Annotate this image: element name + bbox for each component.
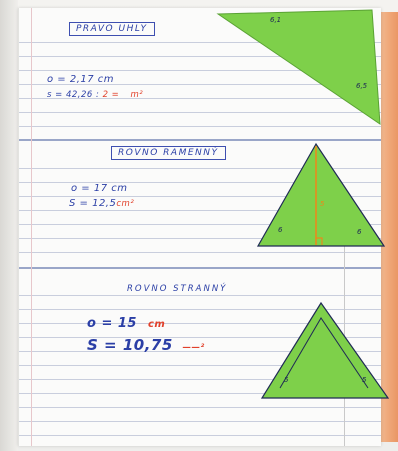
equilateral-perimeter: o = 15 cm	[87, 316, 165, 331]
page-rule	[19, 309, 381, 310]
page-rule	[19, 84, 381, 85]
page-rule	[19, 252, 381, 253]
equilateral-perimeter-prefix: o = 15	[87, 316, 137, 331]
right-angle-perimeter: o = 2,17 cm	[47, 74, 115, 85]
page-rule	[19, 435, 381, 436]
page-rule	[19, 70, 381, 71]
right-angle-area-prefix: s = 42,26 :	[47, 90, 100, 100]
isosceles-label-left: 6	[278, 226, 283, 234]
equilateral-label-left: 5	[284, 376, 289, 384]
right-triangle-label-top: 6,1	[270, 16, 282, 24]
page-rule	[19, 210, 381, 211]
equilateral-area: S = 10,75 ——²	[87, 336, 205, 354]
section-divider	[19, 139, 381, 141]
page-rule	[19, 365, 381, 366]
right-triangle-label-side: 6,5	[356, 82, 368, 90]
notebook-page: PRAVO UHLY o = 2,17 cm s = 42,26 : 2 = m…	[18, 8, 381, 446]
right-angle-area: s = 42,26 : 2 = m²	[47, 90, 143, 100]
page-rule	[19, 56, 381, 57]
right-angle-area-value: 2 =	[102, 90, 123, 100]
heading-equilateral: ROVNO STRANNÝ	[127, 284, 228, 294]
page-fold-line	[344, 208, 345, 446]
isosceles-label-right: 6	[357, 228, 362, 236]
heading-isosceles: ROVNO RAMENNÝ	[111, 146, 226, 160]
page-rule	[19, 168, 381, 169]
equilateral-label-right: 5	[362, 376, 367, 384]
equilateral-area-unit: ——²	[182, 343, 205, 353]
isosceles-area: S = 12,5cm²	[69, 198, 134, 209]
page-rule	[19, 323, 381, 324]
isosceles-area-prefix: S = 12,5	[69, 198, 117, 209]
isosceles-label-height: 5	[320, 200, 325, 208]
page-rule	[19, 393, 381, 394]
page-rule	[19, 351, 381, 352]
notebook-binding	[0, 0, 18, 451]
page-rule	[19, 98, 381, 99]
page-rule	[19, 238, 381, 239]
page-rule	[19, 224, 381, 225]
section-divider	[19, 267, 381, 269]
equilateral-perimeter-unit: cm	[148, 319, 166, 330]
page-rule	[19, 379, 381, 380]
isosceles-perimeter: o = 17 cm	[71, 183, 128, 194]
page-rule	[19, 196, 381, 197]
isosceles-area-unit: cm²	[116, 199, 135, 209]
page-rule	[19, 407, 381, 408]
page-margin-line	[31, 8, 32, 446]
page-rule	[19, 182, 381, 183]
heading-right-angle: PRAVO UHLY	[69, 22, 155, 36]
page-rule	[19, 126, 381, 127]
right-angle-area-unit: m²	[130, 90, 144, 100]
page-rule	[19, 295, 381, 296]
page-rule	[19, 337, 381, 338]
equilateral-area-prefix: S = 10,75	[87, 336, 173, 354]
page-rule	[19, 42, 381, 43]
page-rule	[19, 112, 381, 113]
page-rule	[19, 421, 381, 422]
